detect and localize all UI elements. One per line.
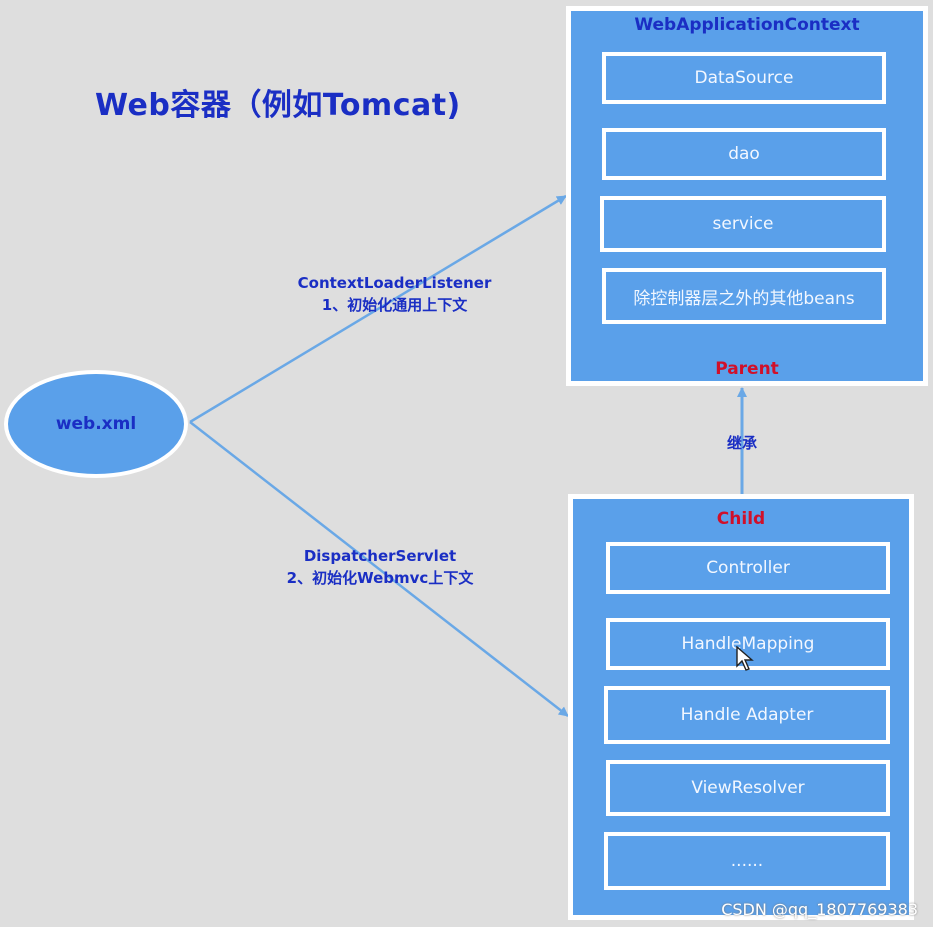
servlet-description: 2、初始化Webmvc上下文 xyxy=(286,569,474,587)
parent-context-title: WebApplicationContext xyxy=(634,15,860,35)
servlet-label: DispatcherServlet 2、初始化Webmvc上下文 xyxy=(255,545,505,589)
mouse-cursor-icon xyxy=(736,646,754,671)
listener-label: ContextLoaderListener 1、初始化通用上下文 xyxy=(272,272,517,316)
child-context-panel: Child Controller HandleMapping Handle Ad… xyxy=(568,494,914,920)
viewresolver-box: ViewResolver xyxy=(606,760,890,816)
listener-arrow xyxy=(189,194,567,424)
dao-box: dao xyxy=(602,128,886,180)
handle-adapter-box: Handle Adapter xyxy=(604,686,890,744)
datasource-box: DataSource xyxy=(602,52,886,104)
parent-label: Parent xyxy=(715,359,779,379)
servlet-name: DispatcherServlet xyxy=(303,547,457,565)
servlet-arrow xyxy=(189,421,569,717)
child-label: Child xyxy=(716,509,766,529)
ellipsis-box: ...... xyxy=(604,832,890,890)
web-xml-node: web.xml xyxy=(4,370,188,478)
diagram-title: Web容器（例如Tomcat) xyxy=(95,88,461,123)
listener-name: ContextLoaderListener xyxy=(297,274,492,292)
controller-box: Controller xyxy=(606,542,890,594)
inherit-label: 继承 xyxy=(726,434,757,452)
other-beans-box: 除控制器层之外的其他beans xyxy=(602,268,886,324)
watermark: CSDN @qq_1807769383 xyxy=(721,900,918,919)
parent-context-panel: WebApplicationContext DataSource dao ser… xyxy=(566,6,928,386)
web-xml-label: web.xml xyxy=(55,414,137,434)
service-box: service xyxy=(600,196,886,252)
listener-description: 1、初始化通用上下文 xyxy=(321,296,468,314)
